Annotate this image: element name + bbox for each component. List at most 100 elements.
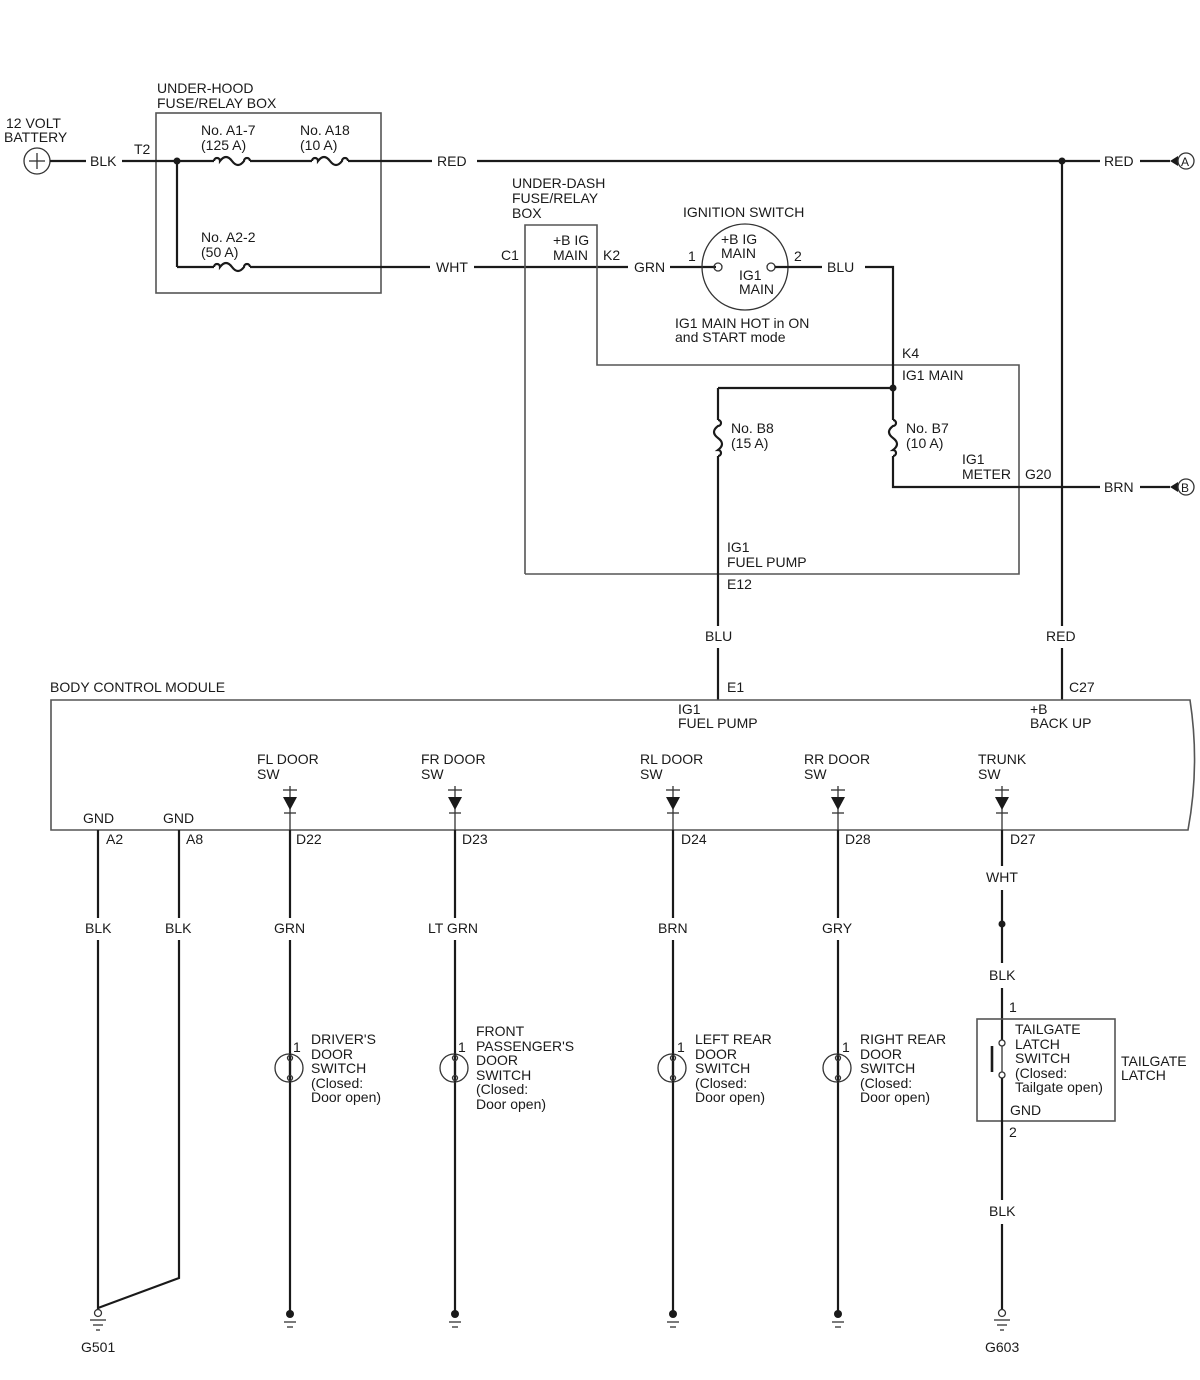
front-passenger-door-switch-icon [439, 1053, 469, 1083]
wire-ltgrn-d23: LT GRN [428, 920, 478, 936]
rl-door-sw-label-1: RL DOOR [640, 751, 703, 767]
left-rear-door-label-1: LEFT REAR [695, 1031, 772, 1047]
underdash-title-2: FUSE/RELAY [512, 190, 599, 206]
ignition-note-1: IG1 MAIN HOT in ON [675, 315, 809, 331]
underhood-title-2: FUSE/RELAY BOX [157, 95, 277, 111]
fuse-b7-icon [887, 418, 899, 458]
ground-d24-icon [667, 1310, 679, 1328]
fuse-a22-icon [212, 261, 252, 273]
left-rear-door-label-4: (Closed: [695, 1075, 747, 1091]
right-rear-door-pin: 1 [842, 1039, 850, 1055]
terminal-e12: E12 [727, 576, 752, 592]
fuse-b7-name: No. B7 [906, 420, 949, 436]
tailgate-label-3: SWITCH [1015, 1050, 1070, 1066]
bcm-ig1fp-2: FUEL PUMP [678, 715, 758, 731]
fuse-b8-name: No. B8 [731, 420, 774, 436]
terminal-d23: D23 [462, 831, 488, 847]
connector-a-label: A [1181, 155, 1189, 169]
ignition-note-2: and START mode [675, 329, 786, 345]
right-rear-door-label-5: Door open) [860, 1089, 930, 1105]
wire-blk-a2: BLK [85, 920, 112, 936]
underdash-title-1: UNDER-DASH [512, 175, 605, 191]
fuse-a22-rating: (50 A) [201, 244, 238, 260]
right-rear-door-switch-icon [822, 1053, 852, 1083]
trunk-sw-label-1: TRUNK [978, 751, 1027, 767]
ignition-ig1main-1: IG1 [739, 267, 762, 283]
bcm-input-arrows [283, 786, 1009, 830]
left-rear-door-pin: 1 [677, 1039, 685, 1055]
tailgate-pin-1: 1 [1009, 999, 1017, 1015]
front-passenger-door-label-6: Door open) [476, 1096, 546, 1112]
ground-g603-icon [994, 1308, 1010, 1331]
wire-red-mid: RED [1046, 628, 1076, 644]
underdash-title-3: BOX [512, 205, 542, 221]
front-passenger-door-label-5: (Closed: [476, 1081, 528, 1097]
front-passenger-door-pin: 1 [458, 1039, 466, 1055]
driver-door-label-4: (Closed: [311, 1075, 363, 1091]
fuse-a17-rating: (125 A) [201, 137, 246, 153]
battery-label-2: BATTERY [4, 129, 68, 145]
wire-blu-mid: BLU [705, 628, 732, 644]
fuse-b8-rating: (15 A) [731, 435, 768, 451]
ground-d28-icon [832, 1310, 844, 1328]
ground-g603: G603 [985, 1339, 1019, 1355]
underdash-ig1meter-1: IG1 [962, 451, 985, 467]
underdash-ig1fp-1: IG1 [727, 539, 750, 555]
left-rear-door-label-3: SWITCH [695, 1060, 750, 1076]
wire-brn-right: BRN [1104, 479, 1134, 495]
front-passenger-door-label-2: PASSENGER'S [476, 1038, 574, 1054]
battery-label-1: 12 VOLT [6, 115, 61, 131]
left-rear-door-label-2: DOOR [695, 1046, 737, 1062]
terminal-t2: T2 [134, 141, 151, 157]
ignition-pin-2: 2 [794, 248, 802, 264]
wire-red-top: RED [437, 153, 467, 169]
underdash-fuse-box: UNDER-DASH FUSE/RELAY BOX +B IG MAIN K4 … [512, 175, 1052, 592]
terminal-d27: D27 [1010, 831, 1036, 847]
battery: 12 VOLT BATTERY [4, 115, 68, 175]
front-passenger-door-label-1: FRONT [476, 1023, 525, 1039]
terminal-e1: E1 [727, 679, 744, 695]
underhood-title-1: UNDER-HOOD [157, 80, 253, 96]
tailgate-label-5: Tailgate open) [1015, 1079, 1103, 1095]
wire-red-right: RED [1104, 153, 1134, 169]
ignition-bigmain-2: MAIN [721, 245, 756, 261]
right-rear-door-label-1: RIGHT REAR [860, 1031, 946, 1047]
tailgate-outer-label-1: TAILGATE [1121, 1053, 1187, 1069]
wire-gry-d28: GRY [822, 920, 853, 936]
bcm-backup-2: BACK UP [1030, 715, 1091, 731]
bcm-ig1fp-1: IG1 [678, 701, 701, 717]
terminal-d28: D28 [845, 831, 871, 847]
left-rear-door-switch-icon [657, 1053, 687, 1083]
terminal-k4: K4 [902, 345, 919, 361]
fl-door-sw-label-1: FL DOOR [257, 751, 319, 767]
fuse-a18-name: No. A18 [300, 122, 350, 138]
rl-door-sw-label-2: SW [640, 766, 663, 782]
wire-blk-g603: BLK [989, 1203, 1016, 1219]
terminal-c27: C27 [1069, 679, 1095, 695]
bcm-title: BODY CONTROL MODULE [50, 679, 225, 695]
fuse-a18-icon [310, 155, 350, 167]
wire-brn-d24: BRN [658, 920, 688, 936]
terminal-g20: G20 [1025, 466, 1052, 482]
terminal-d24: D24 [681, 831, 707, 847]
wire-blu-top: BLU [827, 259, 854, 275]
terminal-a2: A2 [106, 831, 123, 847]
ground-g501-icon [90, 1308, 106, 1331]
fr-door-sw-label-1: FR DOOR [421, 751, 486, 767]
body-control-module: BODY CONTROL MODULE E1 C27 IG1 FUEL PUMP… [50, 679, 1196, 847]
ignition-bigmain-1: +B IG [721, 231, 757, 247]
terminal-k2: K2 [603, 247, 620, 263]
tailgate-outer-label-2: LATCH [1121, 1067, 1166, 1083]
fuse-a18-rating: (10 A) [300, 137, 337, 153]
driver-door-label-3: SWITCH [311, 1060, 366, 1076]
tailgate-label-1: TAILGATE [1015, 1021, 1081, 1037]
right-rear-door-label-3: SWITCH [860, 1060, 915, 1076]
tailgate-label-2: LATCH [1015, 1036, 1060, 1052]
driver-door-label-2: DOOR [311, 1046, 353, 1062]
underdash-ig1meter-2: METER [962, 466, 1011, 482]
right-rear-door-label-2: DOOR [860, 1046, 902, 1062]
fuse-a17-icon [212, 155, 252, 167]
ignition-pin-1: 1 [688, 248, 696, 264]
underdash-bigmain-1: +B IG [553, 232, 589, 248]
